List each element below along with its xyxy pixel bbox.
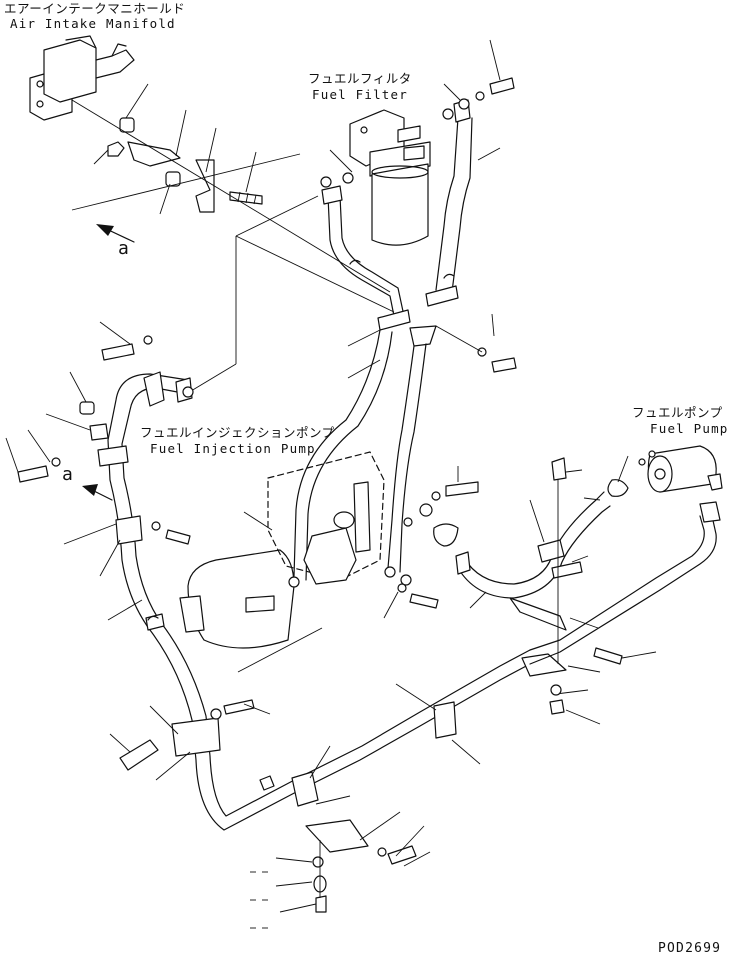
fuel-injection-pump-label-en: Fuel Injection Pump [150, 441, 316, 456]
fuel-filter-hoses [320, 39, 501, 317]
dash-marks [250, 871, 268, 929]
bottom-brackets [275, 597, 589, 913]
top-left-fasteners [93, 83, 263, 215]
fuel-pump-hose [455, 457, 611, 725]
air-intake-manifold-label-jp: エアーインテークマニホールド [4, 1, 186, 16]
left-fasteners [5, 321, 275, 791]
injection-pump-fasteners [383, 466, 479, 619]
left-fuel-pipe [97, 371, 531, 831]
view-marker-top: a [118, 238, 130, 259]
air-intake-manifold-label-en: Air Intake Manifold [10, 16, 176, 31]
fuel-pump-label-jp: フュエルポンプ [632, 405, 723, 420]
fuel-filter-label-en: Fuel Filter [312, 87, 408, 102]
fuel-pump-label-en: Fuel Pump [650, 421, 729, 436]
view-marker-left: a [62, 464, 74, 485]
reference-lines [71, 99, 395, 673]
fuel-filter-label-jp: フュエルフィルタ [308, 71, 412, 86]
view-arrow-left [82, 484, 113, 501]
break-marks [147, 259, 455, 621]
drawing-number: POD2699 [658, 941, 722, 956]
center-clamps [347, 285, 517, 379]
fuel-injection-pump [179, 451, 412, 649]
fuel-injection-pump-label-jp: フュエルインジェクションポンプ [140, 425, 335, 440]
injection-pump-pipes [293, 329, 427, 581]
view-arrow-top [96, 224, 135, 243]
fuel-filter [349, 109, 431, 246]
fuel-pump [607, 445, 723, 497]
air-intake-manifold [29, 35, 135, 121]
top-right-bolt [475, 77, 515, 101]
right-fuel-pipe [529, 501, 721, 665]
